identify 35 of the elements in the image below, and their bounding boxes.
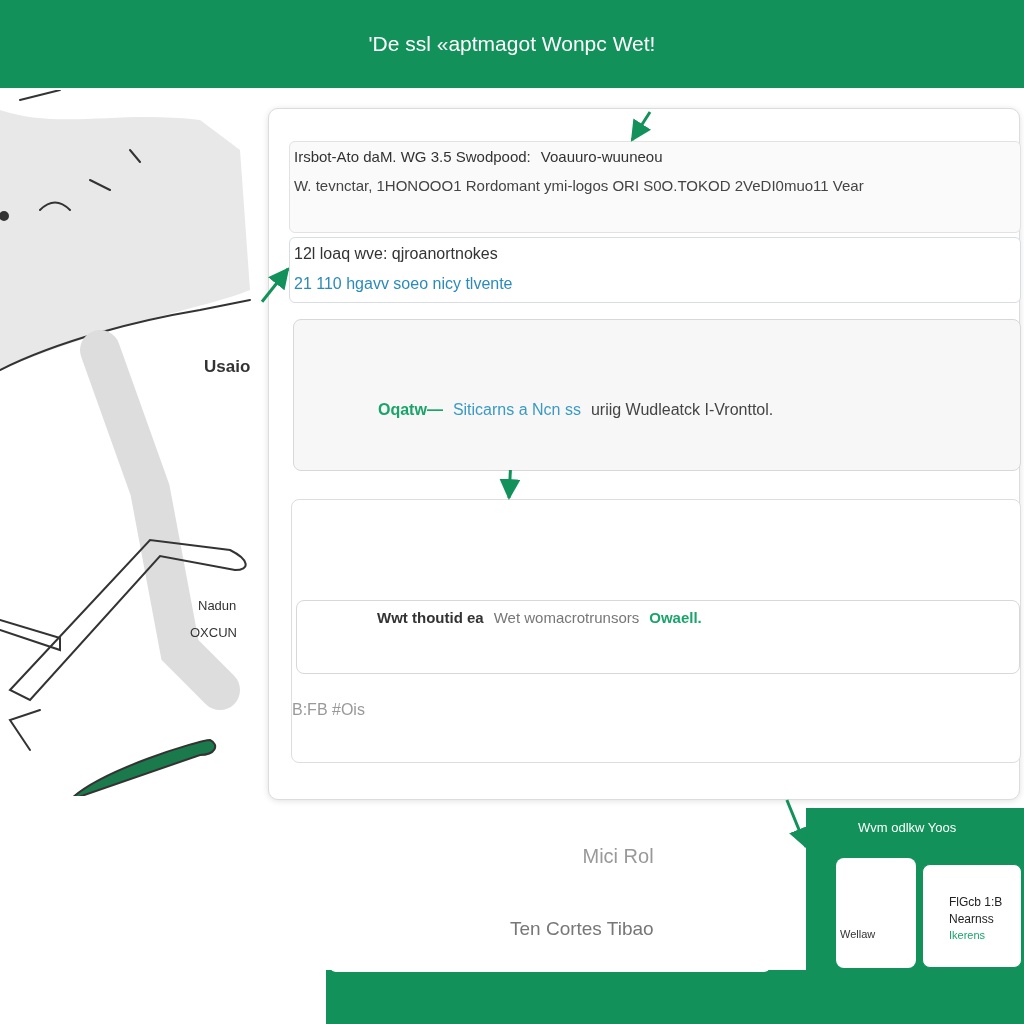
row-text: uriig Wudleatck I-Vronttol. <box>590 400 774 420</box>
tool-card <box>836 858 916 968</box>
card-text: Ikerens <box>949 929 986 943</box>
text-row <box>289 141 1021 233</box>
field-text: Wwt thoutid ea <box>377 609 484 628</box>
card-text: Nearnss <box>949 912 994 927</box>
row-text: Siticarns a Ncn ss <box>452 400 581 420</box>
panel-section <box>291 499 1021 763</box>
row-text: 21 110 hgavv soeo nicy tlvente <box>294 274 513 294</box>
title: 'De ssl «aptmagot Wonpc Wet! <box>368 32 656 56</box>
card-text: Wellaw <box>840 928 876 942</box>
text-row <box>293 319 1021 471</box>
part-label: OXCUN <box>190 625 237 640</box>
row-text: W. tevnctar, 1HONOOO1 Rordomant ymi-logos ORI S0O.TOKOD 2VeDI0muo11 Vear <box>294 176 864 196</box>
arrow <box>630 111 652 142</box>
card-text: Mici Rol <box>582 844 654 869</box>
text-field <box>296 600 1020 674</box>
panel-heading: Wvm odlkw Yoos <box>858 820 957 837</box>
row-text: B:FB #Ois <box>292 700 365 720</box>
part-label: Nadun <box>198 598 237 613</box>
row-text: Oqatw— <box>378 400 443 420</box>
arrow <box>260 267 290 303</box>
row-text: 12l loaq wve: qjroanortnokes <box>294 244 498 264</box>
card-text: Ten Cortes Tibao <box>510 917 654 941</box>
row-text: Voauuro-wuuneou <box>540 148 663 167</box>
field-text: Owaell. <box>649 609 702 628</box>
row-text: Irsbot-Ato daM. WG 3.5 Swodpood: <box>294 148 531 167</box>
panel-card <box>268 108 1020 800</box>
card-text: FlGcb 1:B <box>949 895 1003 910</box>
field-text: Wet womacrotrunsors <box>493 609 640 628</box>
arrow <box>499 469 521 501</box>
arrow <box>785 799 809 849</box>
part-label: Usaio <box>204 357 251 377</box>
text-row <box>289 237 1021 303</box>
tool-card <box>922 864 1022 968</box>
